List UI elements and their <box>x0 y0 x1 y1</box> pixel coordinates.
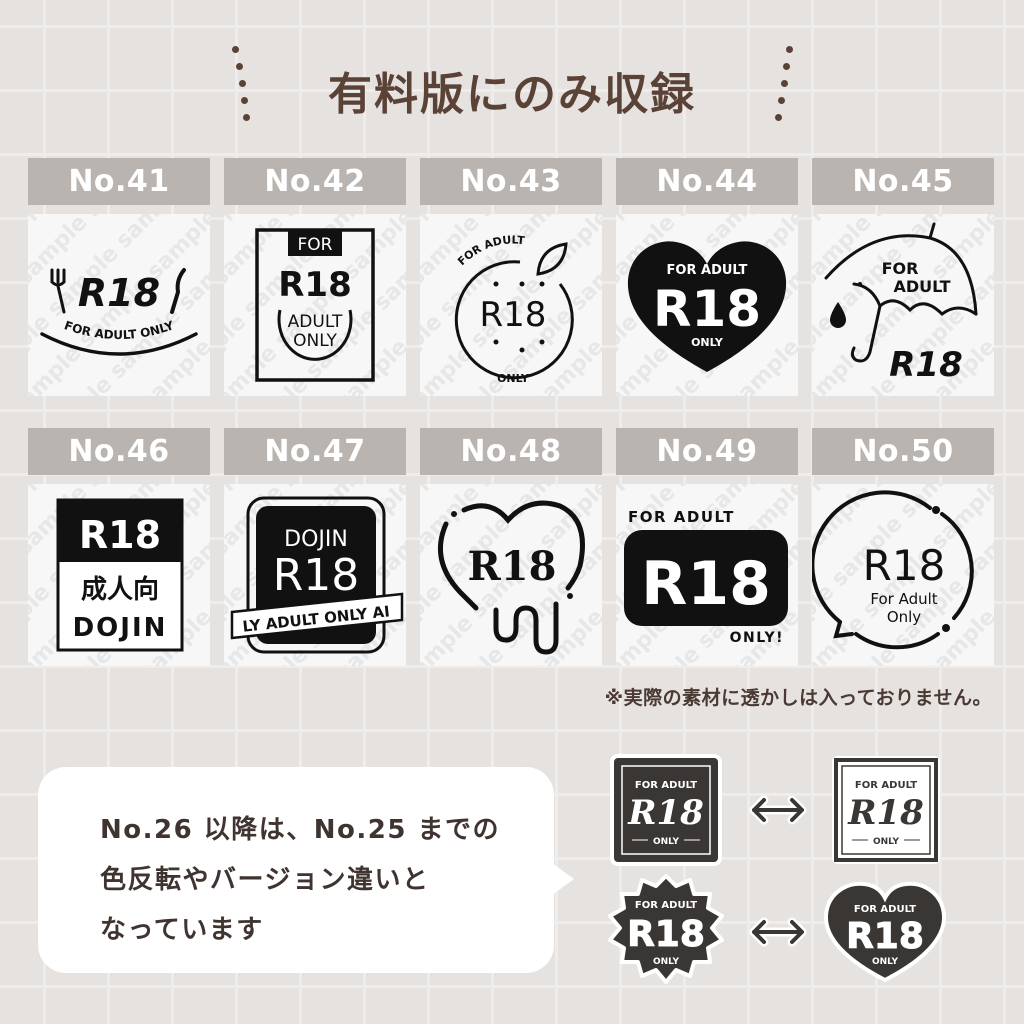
info-speech-bubble: No.26 以降は、No.25 までの 色反転やバージョン違いと なっています <box>38 767 574 973</box>
svg-text:ONLY: ONLY <box>691 336 724 349</box>
svg-text:R18: R18 <box>480 295 547 335</box>
svg-text:R18: R18 <box>863 541 946 590</box>
svg-text:FOR ADULT: FOR ADULT <box>667 263 748 278</box>
svg-text:R18: R18 <box>846 916 924 957</box>
example-heart-dark: FOR ADULT R18 ONLY <box>822 878 948 984</box>
svg-text:FOR ADULT: FOR ADULT <box>628 508 735 526</box>
svg-text:ONLY: ONLY <box>497 372 530 385</box>
example-square-dark: FOR ADULT R18 ONLY <box>610 754 722 866</box>
r18-dojin-box-icon: R18 成人向 DOJIN <box>56 498 184 652</box>
example-square-light: FOR ADULT R18 ONLY <box>830 754 942 866</box>
svg-text:ADULT: ADULT <box>288 312 343 332</box>
r18-dojin-ribbon-icon: DOJIN R18 LY ADULT ONLY AI <box>230 496 404 654</box>
r18-fruit-icon: FOR ADULT R18 ONLY <box>454 233 574 385</box>
swap-arrow-icon <box>748 790 808 830</box>
item-label: No.41 <box>28 158 210 205</box>
svg-text:FOR ADULT: FOR ADULT <box>635 780 697 791</box>
svg-text:ONLY: ONLY <box>653 957 680 967</box>
svg-text:FOR: FOR <box>882 259 919 278</box>
svg-text:FOR: FOR <box>298 235 333 255</box>
svg-text:For Adult: For Adult <box>870 590 937 608</box>
svg-text:R18: R18 <box>889 345 963 385</box>
svg-text:R18: R18 <box>627 914 705 955</box>
bubble-line-3: なっています <box>100 915 264 945</box>
svg-text:R18: R18 <box>278 265 352 305</box>
svg-text:ONLY: ONLY <box>293 331 337 351</box>
decorative-dots-right <box>766 44 796 128</box>
item-label: No.44 <box>616 158 798 205</box>
svg-text:R18: R18 <box>641 549 771 619</box>
svg-text:FOR ADULT: FOR ADULT <box>854 904 916 915</box>
svg-text:ADULT: ADULT <box>893 277 950 296</box>
r18-umbrella-icon: FOR ADULT R18 <box>824 222 978 385</box>
swap-arrow-icon <box>748 912 808 952</box>
svg-text:R18: R18 <box>468 543 557 590</box>
svg-text:FOR ADULT: FOR ADULT <box>855 780 917 791</box>
page-title: 有料版にのみ収録 <box>328 69 696 120</box>
r18-heart-icon: FOR ADULT R18 ONLY <box>627 241 787 372</box>
bubble-line-2: 色反転やバージョン違いと <box>100 865 430 895</box>
svg-text:ONLY: ONLY <box>873 837 900 847</box>
header: 有料版にのみ収録 <box>0 40 1024 136</box>
watermark-disclaimer: ※実際の素材に透かしは入っておりません。 <box>604 687 992 709</box>
item-label: No.50 <box>812 428 994 475</box>
svg-text:DOJIN: DOJIN <box>284 527 348 552</box>
r18-framed-icon: FOR R18 ADULT ONLY <box>255 228 375 382</box>
example-starburst-dark: FOR ADULT R18 ONLY <box>606 874 726 986</box>
item-label: No.42 <box>224 158 406 205</box>
svg-text:R18: R18 <box>79 513 161 557</box>
item-label: No.47 <box>224 428 406 475</box>
r18-pill-icon: FOR ADULT R18 ONLY! <box>624 508 788 646</box>
r18-melting-heart-icon: R18 <box>437 500 585 655</box>
svg-text:R18: R18 <box>273 550 360 601</box>
item-label: No.43 <box>420 158 602 205</box>
svg-text:ONLY: ONLY <box>653 837 680 847</box>
item-label: No.46 <box>28 428 210 475</box>
svg-text:DOJIN: DOJIN <box>73 613 168 643</box>
svg-text:Only: Only <box>887 608 921 626</box>
svg-text:ONLY!: ONLY! <box>730 630 784 646</box>
item-label: No.48 <box>420 428 602 475</box>
svg-text:R18: R18 <box>78 271 160 315</box>
r18-speech-circle-icon: R18 For Adult Only <box>812 490 974 650</box>
svg-text:FOR ADULT: FOR ADULT <box>635 900 697 911</box>
svg-text:FOR ADULT ONLY: FOR ADULT ONLY <box>62 318 175 342</box>
svg-text:R18: R18 <box>653 280 761 338</box>
svg-text:成人向: 成人向 <box>81 574 159 605</box>
r18-fork-knife-icon: R18 FOR ADULT ONLY <box>40 268 198 356</box>
svg-text:R18: R18 <box>847 793 924 833</box>
item-label: No.49 <box>616 428 798 475</box>
svg-text:R18: R18 <box>627 793 704 833</box>
item-label: No.45 <box>812 158 994 205</box>
decorative-dots-left <box>228 44 258 128</box>
bubble-line-1: No.26 以降は、No.25 までの <box>100 815 500 845</box>
svg-text:ONLY: ONLY <box>872 957 899 967</box>
